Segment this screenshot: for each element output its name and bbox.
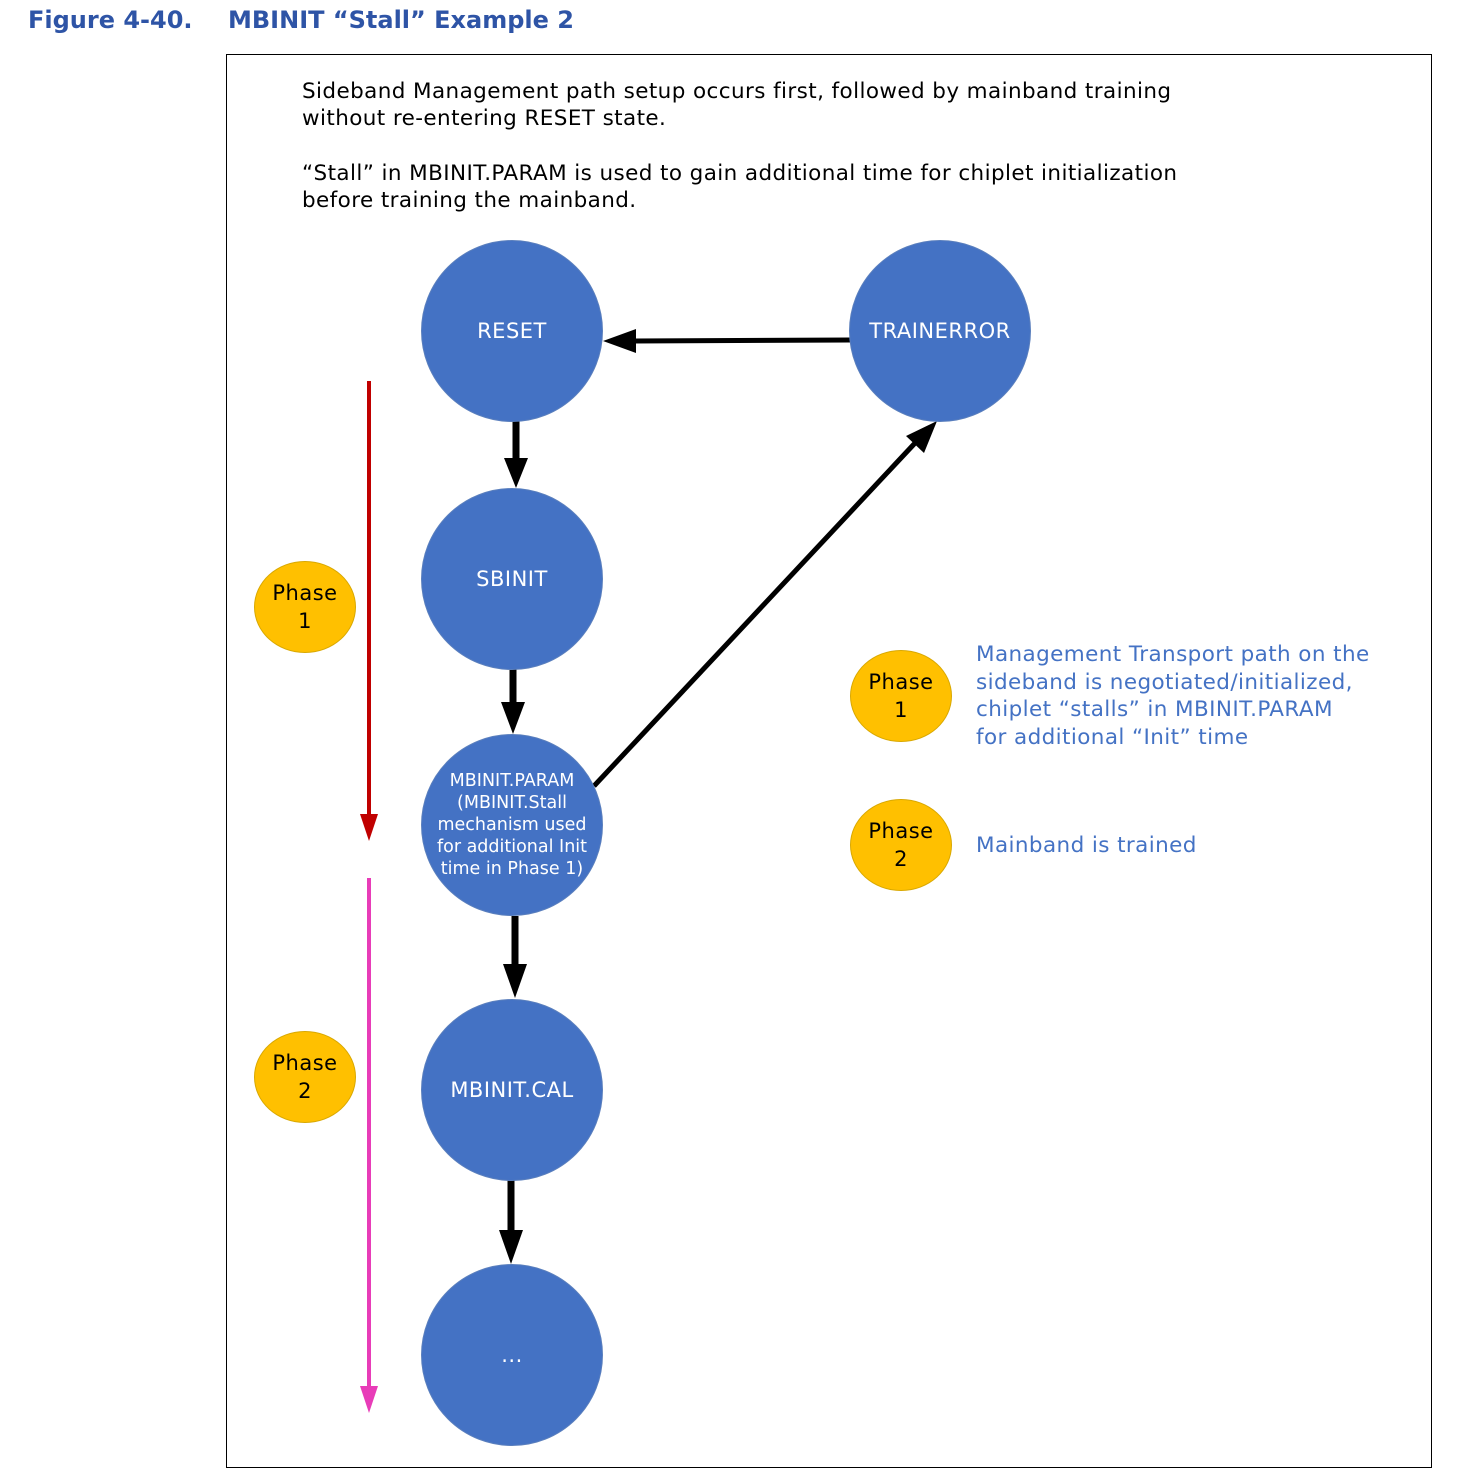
legend-phase1-line1: Management Transport path on the (976, 642, 1370, 667)
param-line-1: MBINIT.PARAM (449, 771, 575, 791)
state-trainerror-label: TRAINERROR (869, 319, 1011, 343)
figure-title: MBINIT “Stall” Example 2 (228, 6, 574, 34)
note-stall: “Stall” in MBINIT.PARAM is used to gain … (302, 160, 1177, 214)
state-next: ... (421, 1264, 603, 1446)
note-sideband: Sideband Management path setup occurs fi… (302, 78, 1171, 132)
state-mbinit-param-label: MBINIT.PARAM (MBINIT.Stall mechanism use… (437, 770, 587, 880)
arrowhead-sbinit-to-param (501, 702, 525, 734)
state-mbinit-param: MBINIT.PARAM (MBINIT.Stall mechanism use… (421, 734, 603, 916)
phase2-badge-legend-word: Phase (868, 819, 934, 843)
legend-phase1-text: Management Transport path on the sideban… (976, 641, 1370, 751)
phase1-arrowhead (360, 814, 378, 841)
legend-phase1-line4: for additional “Init” time (976, 724, 1249, 750)
param-line-3: mechanism used (437, 815, 587, 835)
state-reset-label: RESET (477, 319, 547, 343)
arrowhead-trainerror-to-reset (603, 329, 636, 353)
phase1-badge-legend-word: Phase (868, 670, 934, 694)
phase1-badge-legend: Phase 1 (850, 650, 952, 742)
legend-phase1-line3: chiplet “stalls” in MBINIT.PARAM (976, 697, 1333, 722)
phase1-badge-left-word: Phase (272, 581, 338, 605)
state-sbinit: SBINIT (421, 488, 603, 670)
figure-number: Figure 4-40. (28, 6, 193, 34)
arrow-param-to-trainerror (592, 440, 918, 788)
note-sideband-line2: without re-entering RESET state. (302, 106, 667, 131)
phase1-badge-legend-num: 1 (894, 698, 908, 722)
phase2-badge-left-word: Phase (272, 1051, 338, 1075)
state-reset: RESET (421, 240, 603, 422)
phase1-badge-left-num: 1 (298, 609, 312, 633)
param-line-5: time in Phase 1) (440, 859, 584, 879)
arrowhead-reset-to-sbinit (504, 458, 528, 488)
note-stall-line1: “Stall” in MBINIT.PARAM is used to gain … (302, 161, 1178, 186)
arrow-trainerror-to-reset (631, 337, 851, 344)
phase2-badge-left: Phase 2 (254, 1031, 356, 1123)
state-mbinit-cal: MBINIT.CAL (421, 999, 603, 1181)
arrowhead-param-to-trainerror (906, 421, 937, 453)
phase1-badge-left: Phase 1 (254, 561, 356, 653)
param-line-2: (MBINIT.Stall (457, 793, 567, 813)
arrowhead-param-to-cal (503, 964, 527, 998)
state-trainerror: TRAINERROR (849, 240, 1031, 422)
arrowhead-cal-to-next (499, 1230, 523, 1264)
phase2-badge-legend-num: 2 (894, 847, 908, 871)
state-mbinit-cal-label: MBINIT.CAL (450, 1078, 574, 1102)
legend-phase2-text: Mainband is trained (976, 833, 1197, 858)
state-sbinit-label: SBINIT (476, 567, 548, 591)
param-line-4: for additional Init (436, 837, 588, 857)
legend-phase1-line2: sideband is negotiated/initialized, (976, 669, 1353, 695)
state-next-label: ... (501, 1343, 523, 1367)
diagram-frame (226, 54, 1432, 1468)
phase2-badge-legend: Phase 2 (850, 799, 952, 891)
phase2-arrowhead (360, 1386, 378, 1413)
figure-caption: Figure 4-40. MBINIT “Stall” Example 2 (28, 6, 574, 34)
note-sideband-line1: Sideband Management path setup occurs fi… (302, 79, 1172, 104)
note-stall-line2: before training the mainband. (302, 188, 637, 213)
phase2-badge-left-num: 2 (298, 1079, 312, 1103)
